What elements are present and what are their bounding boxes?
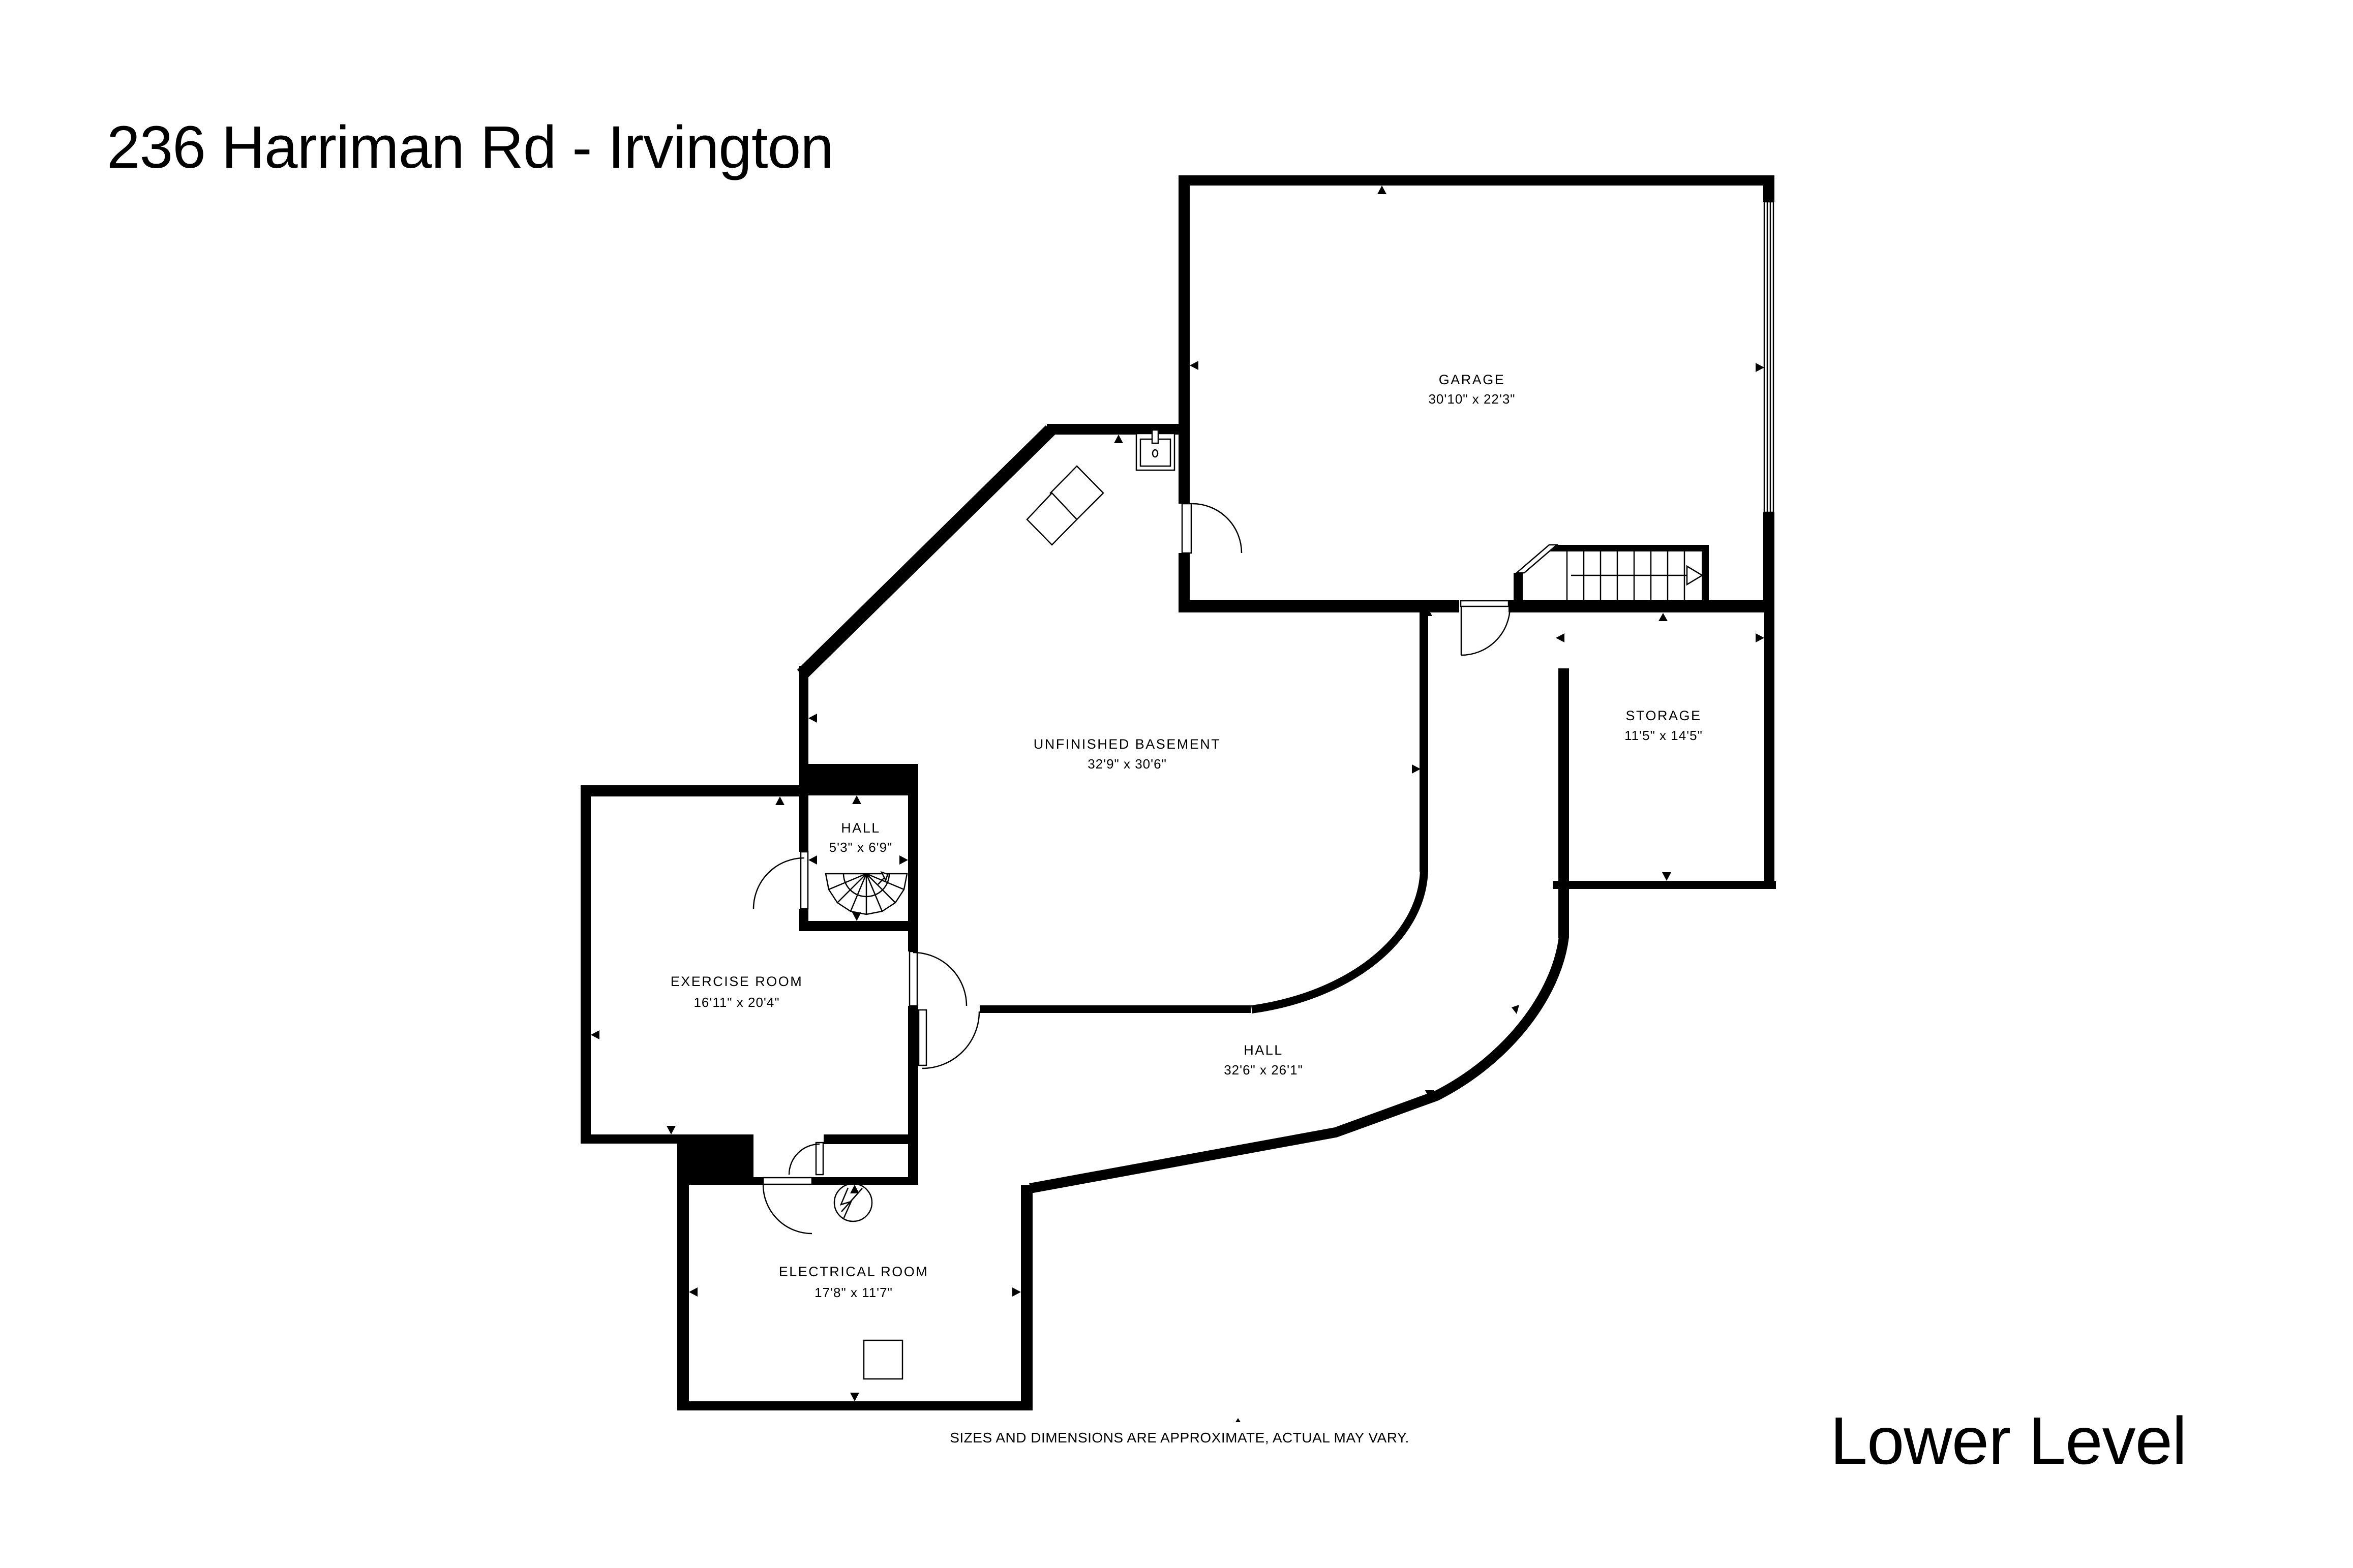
hall-top-wall-chunk — [799, 764, 913, 795]
door-leaf — [909, 950, 918, 1007]
hall-inner-wall — [980, 1005, 1251, 1013]
storage-bottom-wall — [1553, 881, 1776, 889]
hall-small-room-dims: 5'3" x 6'9" — [829, 840, 893, 855]
basement-room-label: UNFINISHED BASEMENT — [1034, 736, 1221, 752]
door-swing-icon — [922, 1011, 980, 1069]
hall-small-room-label: HALL — [841, 820, 881, 836]
electrical-top-wall-right — [812, 1177, 914, 1185]
walls — [581, 175, 1776, 1410]
staircase-icon — [1515, 544, 1704, 600]
garage-right-wall-lower — [1763, 512, 1774, 612]
hall-inner-curve-wall — [1251, 870, 1428, 1013]
storage-left-wall — [1558, 668, 1569, 938]
garage-left-wall-lower — [1179, 553, 1190, 610]
electrical-room-dims: 17'8" x 11'7" — [814, 1285, 893, 1300]
sink-icon — [1135, 429, 1175, 471]
basement-right-wall — [1420, 606, 1428, 872]
exercise-top-wall — [581, 785, 802, 796]
stair-left-post — [1514, 573, 1523, 601]
garage-top-wall — [1179, 175, 1774, 186]
labels: 236 Harriman Rd - Irvington GARAGE 30'10… — [107, 114, 2187, 1478]
hall-main-room-dims: 32'6" x 26'1" — [1224, 1062, 1303, 1078]
spiral-arrow — [878, 877, 885, 885]
door-swing-icon — [752, 857, 805, 909]
exercise-bottom-wall-right — [824, 1134, 910, 1144]
door-frame — [1460, 600, 1510, 607]
page-title: 236 Harriman Rd - Irvington — [107, 114, 833, 181]
door-swing-icon — [762, 1184, 812, 1235]
spiral-arrow-head — [880, 871, 889, 882]
electrical-bottom-wall — [677, 1401, 1033, 1410]
dimension-ticks — [591, 186, 1764, 1422]
garage-right-wall-upper — [1763, 175, 1774, 202]
garage-left-wall-upper — [1179, 175, 1190, 504]
door-leaf — [815, 1142, 824, 1176]
stair-rail-diagonal — [1515, 544, 1559, 574]
door-leaf — [918, 1009, 927, 1066]
exercise-right-wall-lower — [908, 1006, 918, 1185]
basement-diagonal-wall — [797, 425, 1055, 680]
electrical-room-label: ELECTRICAL ROOM — [779, 1264, 929, 1279]
garage-door — [1763, 201, 1774, 513]
garage-bottom-wall-left — [1179, 600, 1459, 612]
garage-door-panel — [1763, 201, 1774, 513]
storage-room-dims: 11'5" x 14'5" — [1624, 728, 1703, 743]
electrical-right-wall — [1021, 1185, 1033, 1410]
hall-outer-curve-wall — [1029, 936, 1569, 1193]
electrical-panel-icon — [833, 1183, 873, 1222]
furnace-units-icon — [1026, 465, 1104, 546]
garage-bottom-wall-right — [1509, 600, 1774, 612]
door-leaf — [1181, 503, 1192, 554]
door-leaf — [762, 1177, 813, 1185]
stair-top-wall — [1549, 545, 1709, 551]
stair-right-wall — [1702, 545, 1709, 601]
basement-room-dims: 32'9" x 30'6" — [1088, 756, 1167, 772]
level-label: Lower Level — [1830, 1403, 2187, 1478]
garage-room-dims: 30'10" x 22'3" — [1428, 391, 1515, 407]
exercise-room-label: EXERCISE ROOM — [671, 974, 803, 989]
hall-right-wall — [908, 764, 918, 951]
doors — [752, 503, 1511, 1235]
door-swing-icon — [1461, 606, 1511, 656]
electrical-top-wall-left — [677, 1177, 763, 1185]
disclaimer-text: SIZES AND DIMENSIONS ARE APPROXIMATE, AC… — [950, 1430, 1409, 1446]
exercise-left-wall — [581, 785, 591, 1144]
hall-main-room-label: HALL — [1244, 1042, 1283, 1058]
spiral-staircase-icon — [825, 871, 908, 915]
electrical-vestibule-chunk — [677, 1135, 753, 1185]
basement-left-wall — [799, 666, 808, 765]
electrical-box-icon — [863, 1339, 903, 1380]
door-swing-icon — [1192, 503, 1243, 554]
garage-room-label: GARAGE — [1439, 372, 1505, 387]
door-leaf — [800, 851, 809, 910]
hall-bottom-wall — [799, 921, 918, 931]
exercise-room-dims: 16'11" x 20'4" — [693, 995, 779, 1010]
storage-right-wall — [1764, 612, 1774, 889]
hall-left-wall-upper — [799, 795, 808, 852]
electrical-left-wall — [677, 1177, 689, 1410]
stair-arrow-head — [1686, 565, 1704, 586]
door-swing-icon — [913, 951, 968, 1006]
storage-room-label: STORAGE — [1625, 708, 1701, 723]
door-swing-icon — [788, 1143, 820, 1175]
